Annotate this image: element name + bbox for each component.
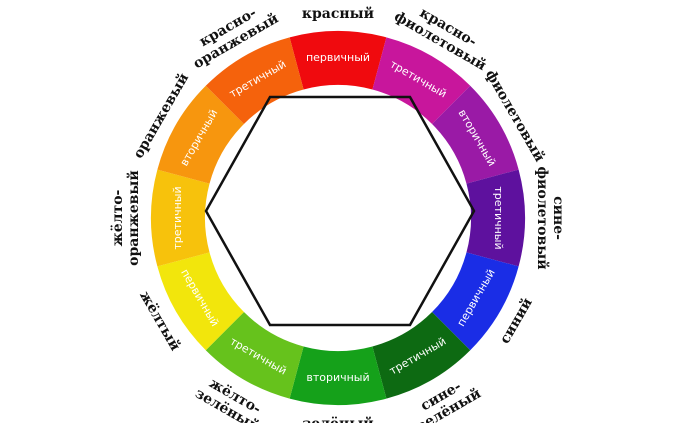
color-name-line: оранжевый	[125, 170, 142, 266]
color-name-label: жёлто-оранжевый	[110, 170, 142, 266]
color-name-label: зелёный	[302, 415, 373, 423]
wheel-segment	[157, 85, 244, 184]
wheel-segment	[205, 312, 304, 399]
segment-type-label: третичный	[492, 186, 505, 249]
wheel-segment	[289, 346, 387, 406]
segment-type-label: третичный	[171, 186, 184, 249]
wheel-segment	[157, 252, 244, 351]
wheel-segment	[289, 31, 387, 90]
color-name-line: красный	[302, 5, 374, 22]
wheel-segment	[432, 85, 519, 184]
segment-type-label: первичный	[306, 51, 370, 64]
color-name-line: жёлто-	[110, 189, 126, 246]
color-name-label: жёлто-зелёный	[192, 372, 270, 423]
wheel-segment	[432, 252, 519, 351]
wheel-segment	[151, 169, 210, 267]
color-name-line: зелёный	[302, 415, 373, 423]
wheel-segment	[372, 37, 471, 124]
color-name-label: красный	[302, 5, 374, 22]
wheel-segment	[466, 169, 525, 267]
color-name-line: сине-	[550, 196, 566, 240]
hexagon	[204, 95, 476, 327]
wheel-segment	[372, 312, 471, 399]
wheel-segment	[205, 37, 304, 124]
color-name-label: сине-фиолетовый	[534, 166, 566, 269]
segment-type-label: вторичный	[306, 371, 369, 384]
color-name-line: фиолетовый	[534, 166, 551, 269]
